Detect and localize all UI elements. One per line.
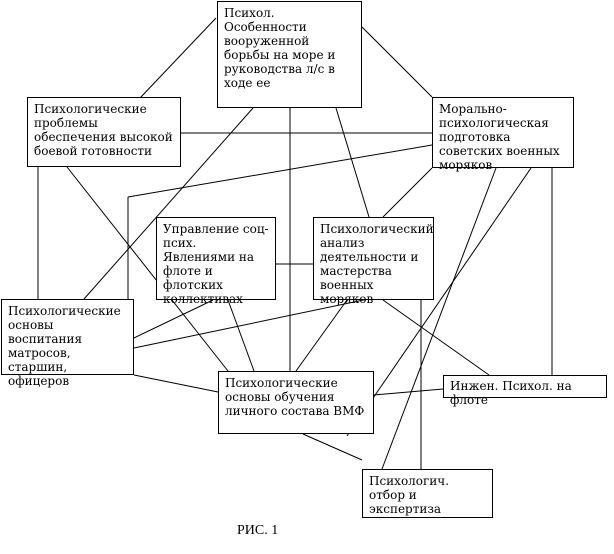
edge-n3-n9: [381, 167, 497, 470]
node-naval-combat-psychology: Психол. Особенности вооруженной борьбы н…: [217, 1, 362, 108]
node-education-basics: Психологические основы воспитания матрос…: [1, 299, 134, 388]
edge-n3-n5: [382, 167, 433, 218]
node-moral-psych-training-text: Морально-психологическая подготовка сове…: [439, 102, 560, 172]
node-social-psych-management: Управление соц-псих. Явлениями на флоте …: [156, 217, 276, 306]
edge-n5-n7: [295, 299, 348, 372]
edge-n1-n6: [83, 107, 254, 300]
node-selection-expertise-text: Психологич. отбор и экспертиза: [369, 474, 450, 516]
edge-n6-n7: [133, 374, 219, 393]
node-activity-analysis: Психологический анализ деятельности и ма…: [313, 217, 434, 306]
node-combat-readiness: Психологические проблемы обеспечения выс…: [27, 97, 181, 167]
node-engineering-psychology: Инжен. Психол. на флоте: [443, 375, 607, 407]
edge-n4-n7: [227, 299, 255, 372]
edge-n5-n8: [382, 299, 490, 376]
edge-n3-n7: [346, 167, 532, 437]
edge-n1-n2: [139, 17, 217, 99]
edge-n1-n5: [335, 107, 370, 218]
edge-n2-n7: [66, 166, 229, 372]
node-naval-combat-psychology-text: Психол. Особенности вооруженной борьбы н…: [224, 6, 336, 90]
node-selection-expertise: Психологич. отбор и экспертиза: [362, 469, 493, 518]
node-social-psych-management-text: Управление соц-псих. Явлениями на флоте …: [163, 222, 269, 306]
node-moral-psych-training: Морально-психологическая подготовка сове…: [432, 97, 574, 172]
node-combat-readiness-text: Психологические проблемы обеспечения выс…: [34, 102, 173, 158]
edge-n1-n3: [361, 26, 433, 98]
edge-n3-n6-a: [127, 144, 433, 198]
edge-n7-n9: [302, 433, 363, 461]
figure-caption: РИС. 1: [237, 523, 279, 538]
node-training-basics: Психологические основы обучения личного …: [218, 371, 374, 434]
node-training-basics-text: Психологические основы обучения личного …: [225, 376, 365, 418]
node-activity-analysis-text: Психологический анализ деятельности и ма…: [320, 222, 434, 306]
edge-n7-n8: [373, 388, 444, 396]
node-engineering-psychology-text: Инжен. Психол. на флоте: [450, 379, 572, 407]
node-education-basics-text: Психологические основы воспитания матрос…: [8, 304, 121, 388]
